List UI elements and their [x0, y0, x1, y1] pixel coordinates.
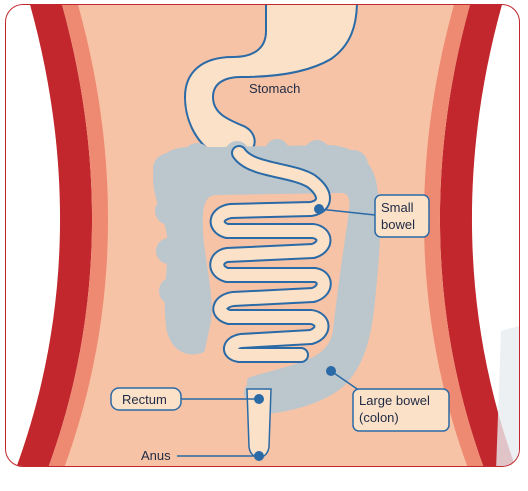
anus-label: Anus [141, 448, 171, 463]
small-bowel-dot [314, 204, 324, 214]
diagram-canvas: Stomach Small bowel Large bowel (colon) … [6, 5, 519, 466]
small-bowel-label-line1: Small [381, 200, 414, 215]
diagram-frame: Stomach Small bowel Large bowel (colon) … [5, 4, 520, 467]
rectum-dot [254, 394, 264, 404]
small-bowel-label-line2: bowel [381, 217, 415, 232]
background-patch [496, 326, 519, 466]
large-bowel-label-line2: (colon) [359, 410, 399, 425]
rectum-label: Rectum [122, 392, 167, 407]
large-bowel-label-line1: Large bowel [359, 393, 430, 408]
stomach-label: Stomach [249, 81, 300, 96]
large-bowel-dot [326, 366, 336, 376]
anus-dot [254, 451, 264, 461]
